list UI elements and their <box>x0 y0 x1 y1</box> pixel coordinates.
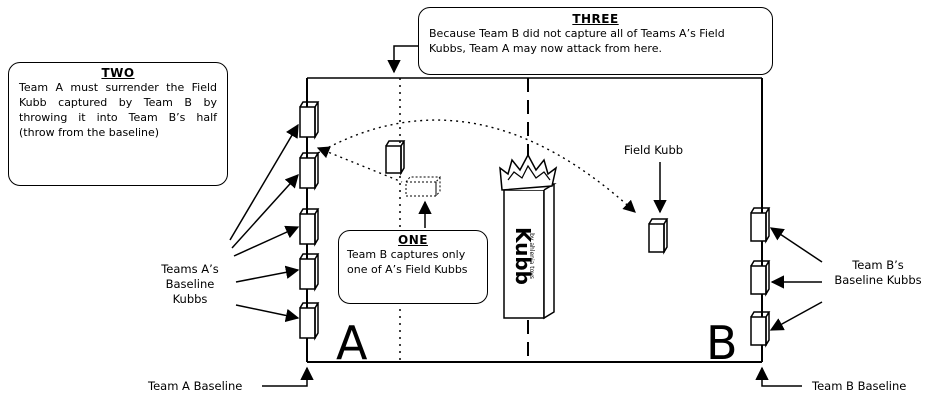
kubb <box>299 101 320 140</box>
teams-a-label-line-3: Kubbs <box>172 292 208 306</box>
kubb <box>750 260 771 297</box>
teams-a-label-line-1: Teams A’s <box>161 262 219 276</box>
half-a-letter: A <box>336 316 368 370</box>
thrown-field-kubb <box>648 218 669 255</box>
team-a-baseline-kubbs <box>299 101 320 341</box>
team-b-label-line-2: Baseline Kubbs <box>834 273 922 287</box>
callout-three-body: Because Team B did not capture all of Te… <box>429 27 725 55</box>
half-b-letter: B <box>706 316 738 370</box>
captured-field-kubb-ghost <box>405 176 442 198</box>
callout-one: ONE Team B captures only one of A’s Fiel… <box>338 230 488 304</box>
callout-two-body: Team A must surrender the Field Kubb cap… <box>19 81 217 139</box>
king-crown <box>499 153 558 191</box>
callout-one-heading: ONE <box>398 233 428 247</box>
king-subtext: by ahlenia toys <box>528 233 535 279</box>
callout-two-heading: TWO <box>101 66 135 80</box>
team-b-baseline-label: Team B Baseline <box>812 379 907 393</box>
kubb <box>750 311 771 348</box>
king-text: Kubb <box>511 227 535 285</box>
team-b-baseline-kubbs <box>750 207 771 348</box>
callout-three: THREE Because Team B did not capture all… <box>418 7 773 75</box>
kubb <box>299 208 320 247</box>
kubb <box>299 302 320 341</box>
callout-two: TWO Team A must surrender the Field Kubb… <box>8 62 228 186</box>
teams-a-baseline-kubbs-label: Teams A’s Baseline Kubbs <box>150 262 230 307</box>
kubb <box>299 253 320 292</box>
teams-a-label-line-2: Baseline <box>165 277 215 291</box>
kubb <box>299 152 320 191</box>
team-a-baseline-label: Team A Baseline <box>148 379 243 393</box>
field-kubb-label: Field Kubb <box>624 143 684 157</box>
callout-one-body: Team B captures only one of A’s Field Ku… <box>347 248 468 276</box>
king-piece: Kubb by ahlenia toys <box>499 153 558 320</box>
kubb <box>750 207 771 244</box>
pointer-arrows <box>229 45 823 387</box>
team-b-baseline-kubbs-label: Team B’s Baseline Kubbs <box>822 258 934 288</box>
throw-arc <box>317 119 636 213</box>
field-kubb-team-a <box>385 140 406 176</box>
team-b-label-line-1: Team B’s <box>852 258 904 272</box>
callout-three-heading: THREE <box>572 12 619 26</box>
